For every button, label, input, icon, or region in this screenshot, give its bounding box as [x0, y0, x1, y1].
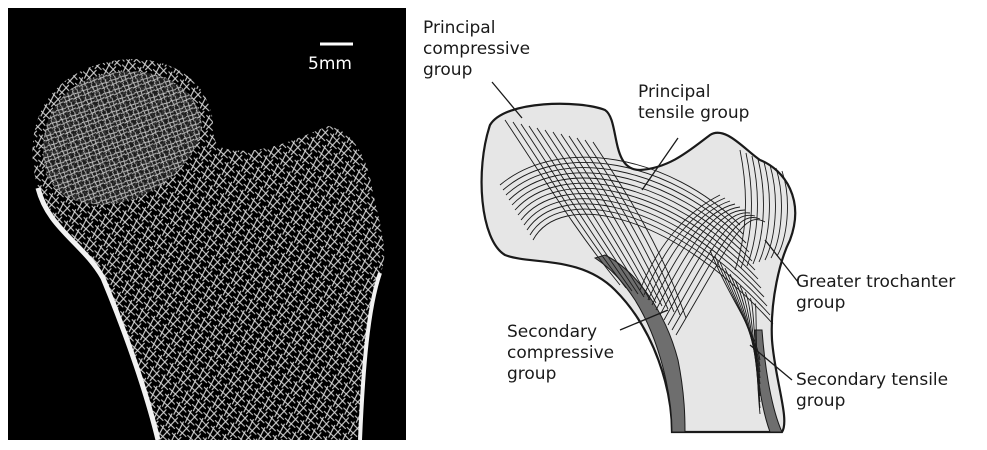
trabecular-diagram: Principal compressive group Principal te… — [410, 0, 987, 446]
label-secondary-tensile-group: Secondary tensile group — [796, 370, 948, 412]
scale-bar-label: 5mm — [308, 54, 352, 74]
femur-photo: 5mm — [8, 8, 406, 440]
label-principal-compressive-group: Principal compressive group — [423, 18, 530, 81]
label-greater-trochanter-group: Greater trochanter group — [796, 272, 955, 314]
label-secondary-compressive-group: Secondary compressive group — [507, 322, 614, 385]
label-principal-tensile-group: Principal tensile group — [638, 82, 749, 124]
